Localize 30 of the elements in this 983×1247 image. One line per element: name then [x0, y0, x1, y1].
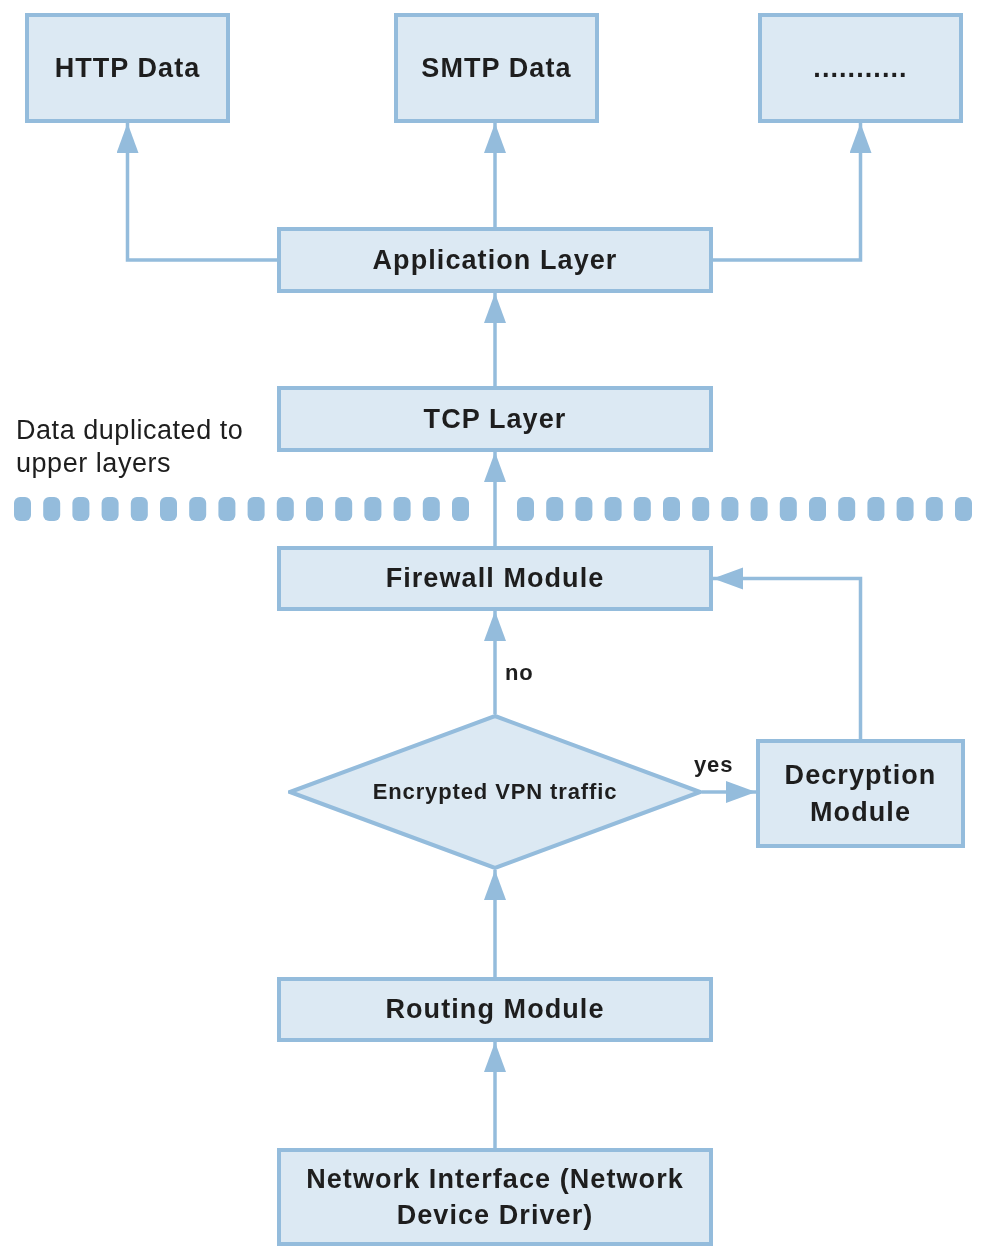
process-box	[277, 977, 713, 1042]
process-box	[277, 1148, 713, 1246]
box-label: Application Layer	[372, 243, 618, 277]
box-label: ...........	[813, 51, 908, 85]
decision-label: Encrypted VPN traffic	[372, 778, 618, 807]
arrow	[713, 123, 872, 262]
box-label: Routing Module	[385, 993, 605, 1027]
process-box	[277, 227, 713, 293]
box-label: SMTP Data	[421, 51, 572, 85]
arrow	[713, 567, 863, 739]
process-box	[394, 13, 599, 123]
arrow	[484, 452, 506, 546]
arrow	[484, 611, 506, 714]
arrow	[484, 123, 506, 227]
process-box	[277, 386, 713, 452]
arrow	[484, 870, 506, 977]
arrow	[484, 1042, 506, 1148]
box-label: Firewall Module	[385, 562, 605, 596]
arrow	[484, 293, 506, 386]
box-label: Network Interface (Network Device Driver)	[305, 1162, 685, 1232]
arrow	[116, 123, 277, 262]
arrow	[702, 781, 756, 803]
note-text: Data duplicated to upper layers	[16, 414, 245, 480]
process-box	[758, 13, 963, 123]
box-label: HTTP Data	[54, 51, 201, 85]
process-box	[25, 13, 230, 123]
process-box	[277, 546, 713, 611]
box-label: TCP Layer	[423, 402, 567, 436]
process-box	[756, 739, 965, 848]
box-label: Decryption Module	[783, 759, 938, 829]
